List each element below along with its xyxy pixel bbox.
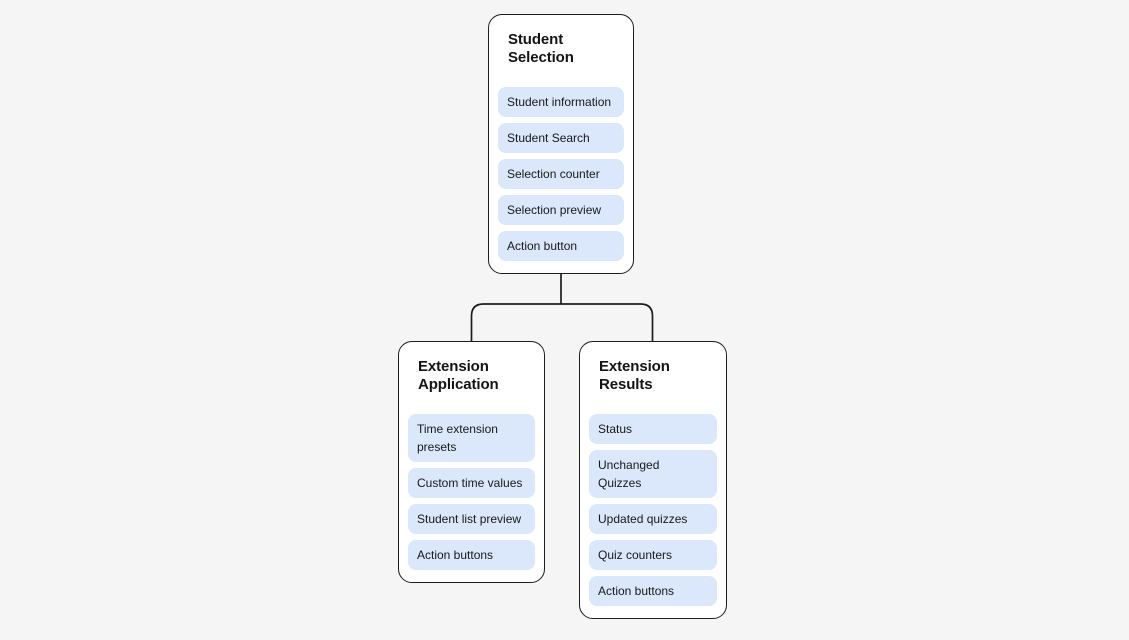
card-title-extension-results: Extension Results (599, 358, 670, 393)
card-title-student-selection: Student Selection (508, 31, 574, 66)
node-student-search: Student Search (498, 123, 624, 153)
node-action-buttons-results: Action buttons (589, 576, 717, 606)
card-student-selection: Student Selection Student information St… (488, 14, 634, 274)
connector-branch (470, 303, 654, 342)
node-student-information: Student information (498, 87, 624, 117)
node-action-button: Action button (498, 231, 624, 261)
node-status: Status (589, 414, 717, 444)
card-extension-application: Extension Application Time extension pre… (398, 341, 545, 583)
node-selection-preview: Selection preview (498, 195, 624, 225)
node-custom-time-values: Custom time values (408, 468, 535, 498)
node-action-buttons-application: Action buttons (408, 540, 535, 570)
node-student-list-preview: Student list preview (408, 504, 535, 534)
node-selection-counter: Selection counter (498, 159, 624, 189)
node-quiz-counters: Quiz counters (589, 540, 717, 570)
card-title-extension-application: Extension Application (418, 358, 499, 393)
card-extension-results: Extension Results Status Unchanged Quizz… (579, 341, 727, 619)
node-updated-quizzes: Updated quizzes (589, 504, 717, 534)
node-time-extension-presets: Time extension presets (408, 414, 535, 462)
node-unchanged-quizzes: Unchanged Quizzes (589, 450, 717, 498)
